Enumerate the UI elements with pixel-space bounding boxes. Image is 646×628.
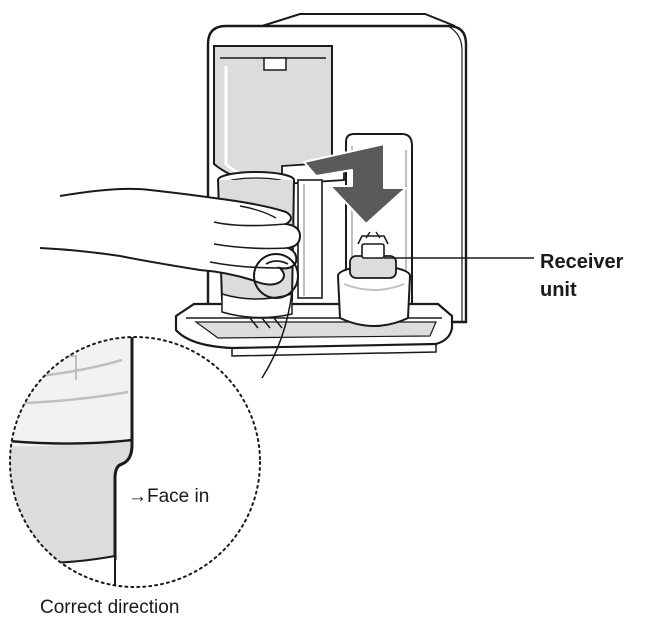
drip-tray xyxy=(174,302,454,357)
receiver-unit xyxy=(337,231,411,327)
detail-connector-line xyxy=(261,291,293,379)
hand xyxy=(39,187,302,286)
detail-magnified-view xyxy=(9,336,261,588)
receiver-unit-label: Receiver unit xyxy=(540,248,623,304)
receiver-unit-label-line1: Receiver xyxy=(540,251,624,273)
insert-direction-arrow-icon xyxy=(303,143,407,225)
face-in-label: →Face in xyxy=(128,486,210,507)
correct-direction-caption: Correct direction xyxy=(40,597,180,618)
receiver-unit-label-line2: unit xyxy=(540,279,577,301)
magnifier-ring xyxy=(253,253,299,299)
